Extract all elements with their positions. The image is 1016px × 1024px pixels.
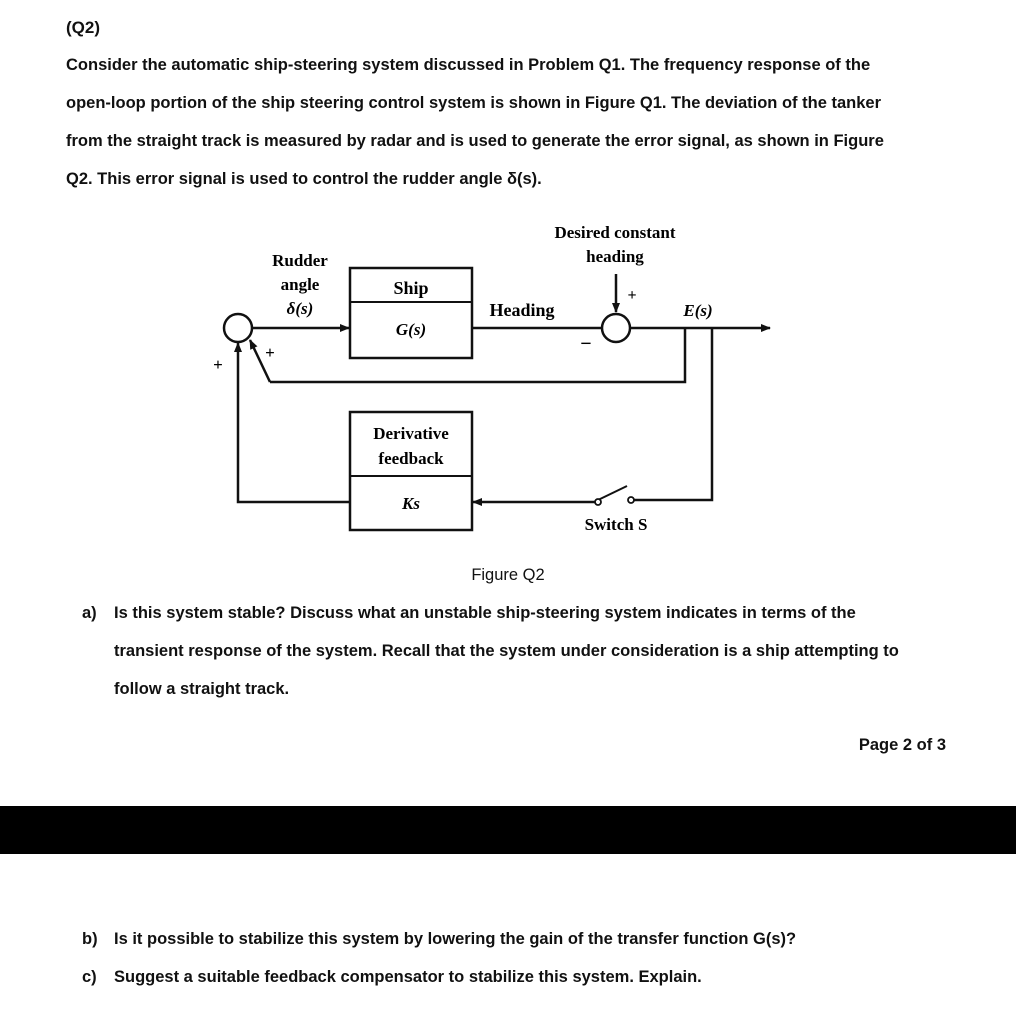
derivative-block-title-line: feedback: [378, 449, 444, 468]
question-b-tag: b): [82, 930, 98, 948]
sign-plus-inner: +: [265, 343, 275, 362]
intro-line: Q2. This error signal is used to control…: [66, 170, 542, 188]
question-a: a) Is this system stable? Discuss what a…: [82, 594, 962, 714]
sign-plus-desired: +: [627, 287, 636, 304]
question-c: c) Suggest a suitable feedback compensat…: [82, 958, 962, 996]
intro-line: Consider the automatic ship-steering sys…: [66, 56, 871, 74]
right-summing-junction: [600, 312, 632, 344]
ship-block-title: Ship: [393, 278, 428, 298]
page-separator-bar: [0, 806, 1016, 854]
question-a-tag: a): [82, 604, 97, 622]
derivative-block-tf: Ks: [401, 494, 420, 513]
inner-feedback-arrow: [248, 339, 272, 383]
outer-feedback-path: [634, 328, 714, 502]
desired-heading-label-line: heading: [586, 247, 644, 266]
left-summing-junction: [222, 312, 254, 344]
switch-label: Switch S: [585, 515, 648, 534]
block-diagram: Rudder angle δ(s) Ship G(s) Heading Desi…: [213, 223, 771, 534]
intro-paragraph: Consider the automatic ship-steering sys…: [66, 46, 956, 198]
rudder-label-line: δ(s): [287, 299, 314, 318]
question-a-text: Is this system stable? Discuss what an u…: [114, 594, 899, 708]
sign-minus-heading: −: [580, 333, 591, 355]
sign-plus-outer: +: [213, 355, 223, 374]
intro-line: open-loop portion of the ship steering c…: [66, 94, 881, 112]
error-label: E(s): [682, 301, 712, 320]
derivative-feedback-path: [234, 342, 350, 504]
rudder-label-line: Rudder: [272, 251, 328, 270]
page-number: Page 2 of 3: [858, 736, 946, 754]
switch-s: [597, 485, 628, 501]
derivative-feedback-block: [348, 410, 474, 532]
question-label: (Q2): [66, 18, 100, 37]
rudder-label-line: angle: [281, 275, 320, 294]
ship-block: [348, 266, 474, 360]
question-c-tag: c): [82, 968, 97, 986]
switch-contact-right: [627, 496, 635, 504]
question-b: b) Is it possible to stabilize this syst…: [82, 920, 962, 958]
intro-line: from the straight track is measured by r…: [66, 132, 884, 150]
figure-caption: Figure Q2: [471, 566, 545, 584]
derivative-block-title-line: Derivative: [373, 424, 449, 443]
heading-label: Heading: [489, 300, 554, 320]
switch-contact-left: [594, 498, 602, 506]
desired-heading-label-line: Desired constant: [554, 223, 675, 242]
question-a-line: Is this system stable? Discuss what an u…: [114, 604, 856, 622]
question-c-text: Suggest a suitable feedback compensator …: [114, 968, 702, 986]
question-b-text: Is it possible to stabilize this system …: [114, 930, 797, 948]
ship-block-tf: G(s): [396, 320, 426, 339]
inner-feedback-path: [270, 328, 687, 384]
question-a-line: follow a straight track.: [114, 680, 290, 698]
question-a-line: transient response of the system. Recall…: [114, 642, 899, 660]
